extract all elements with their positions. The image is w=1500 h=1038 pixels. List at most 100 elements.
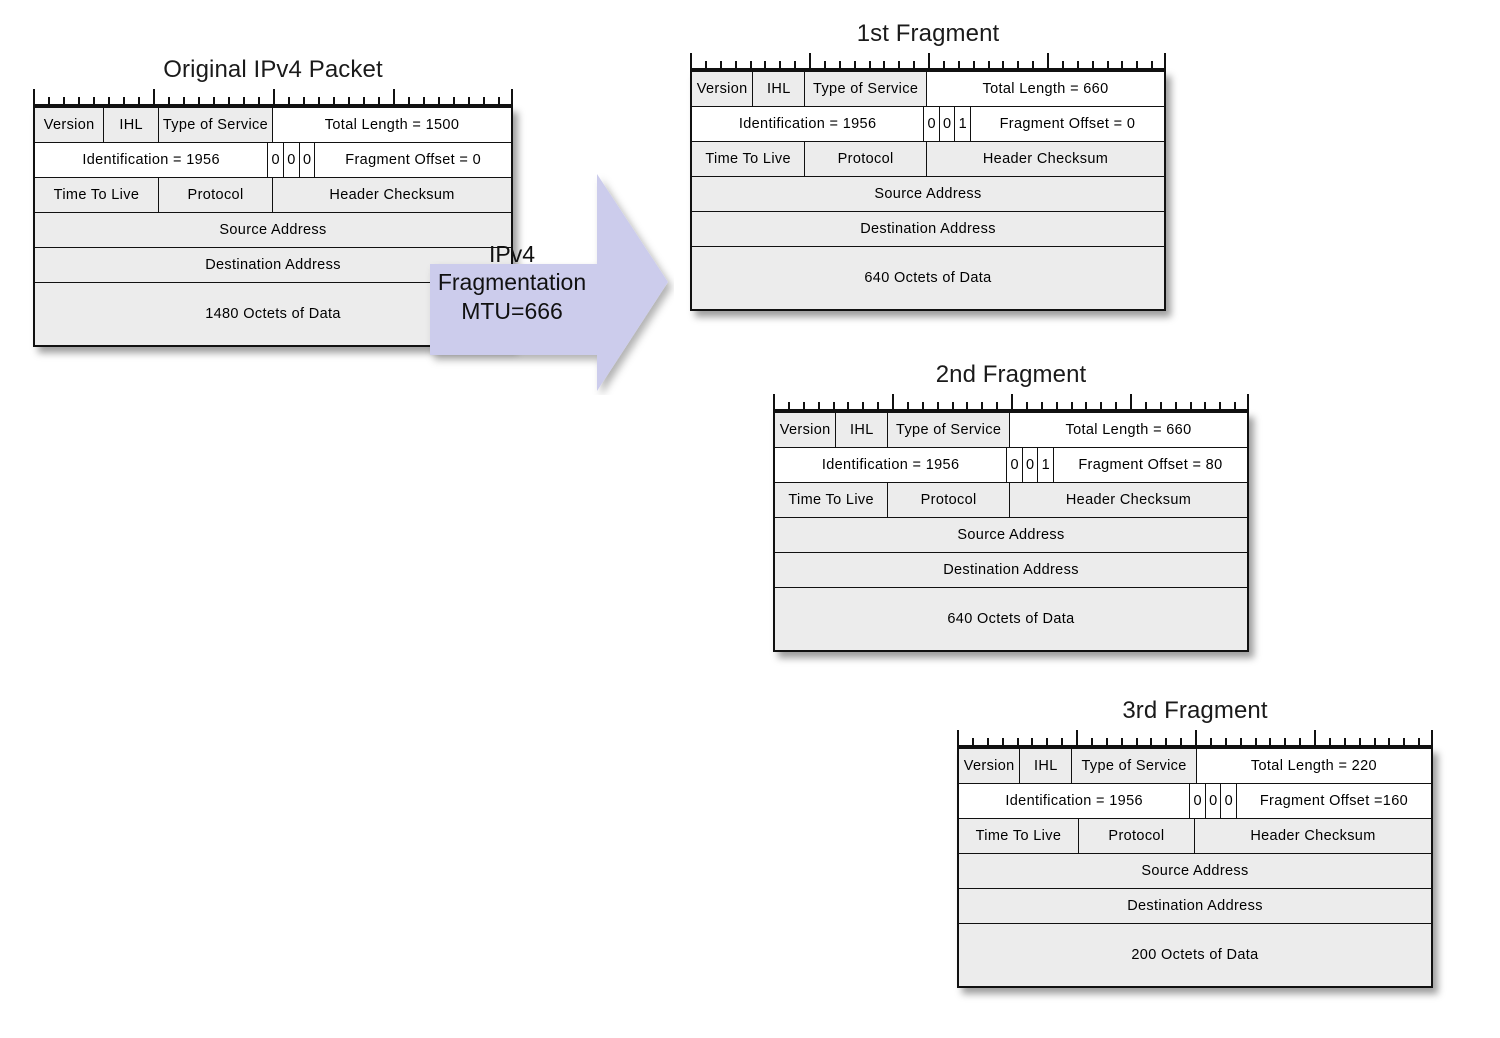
table-row: Destination Address bbox=[775, 553, 1247, 588]
field-payload-data: 640 Octets of Data bbox=[775, 588, 1247, 650]
ruler-tick bbox=[408, 97, 410, 106]
field-type-of-service: Type of Service bbox=[158, 108, 274, 142]
ruler-tick bbox=[138, 97, 140, 106]
field-protocol: Protocol bbox=[1078, 819, 1195, 853]
ruler-tick bbox=[378, 97, 380, 106]
ruler-tick bbox=[1358, 738, 1361, 747]
ruler-tick bbox=[972, 61, 975, 70]
ruler-tick bbox=[168, 97, 170, 106]
table-row: 640 Octets of Data bbox=[775, 588, 1247, 650]
ruler-tick-major bbox=[1130, 394, 1132, 411]
ruler-tick-major bbox=[1164, 53, 1166, 70]
ruler-tick-major bbox=[1247, 394, 1249, 411]
ruler-tick bbox=[936, 402, 939, 411]
table-row: Source Address bbox=[35, 213, 511, 248]
ruler-tick bbox=[877, 402, 880, 411]
bit-ruler-fragment-1 bbox=[690, 52, 1166, 70]
ruler-tick-major bbox=[892, 394, 894, 411]
page-title-original: Original IPv4 Packet bbox=[163, 56, 383, 83]
table-row: Version IHL Type of Service Total Length… bbox=[35, 108, 511, 143]
field-identification: Identification = 1956 bbox=[775, 448, 1008, 482]
ruler-tick-major bbox=[393, 89, 395, 106]
ruler-tick bbox=[108, 97, 110, 106]
field-flag-reserved: 0 bbox=[1190, 784, 1206, 818]
ruler-tick bbox=[1150, 738, 1153, 747]
table-row: Identification = 1956 0 0 0 Fragment Off… bbox=[959, 784, 1431, 819]
bit-ruler-fragment-3 bbox=[957, 729, 1433, 747]
ruler-tick bbox=[823, 61, 826, 70]
packet-rows-fragment-3: Version IHL Type of Service Total Length… bbox=[957, 747, 1433, 988]
ruler-tick-major bbox=[1047, 53, 1049, 70]
ruler-tick-major bbox=[1314, 730, 1316, 747]
ruler-tick-major bbox=[957, 730, 959, 747]
field-protocol: Protocol bbox=[805, 142, 928, 176]
field-flag-dont-fragment: 0 bbox=[939, 107, 956, 141]
field-flag-more-fragments: 1 bbox=[1038, 448, 1054, 482]
ruler-tick-major bbox=[928, 53, 930, 70]
field-total-length: Total Length = 1500 bbox=[273, 108, 511, 142]
field-type-of-service: Type of Service bbox=[888, 413, 1011, 447]
packet-fragment-2: 2nd Fragment Version IHL Type of Service… bbox=[773, 361, 1249, 652]
ruler-tick bbox=[78, 97, 80, 106]
ruler-tick bbox=[996, 402, 999, 411]
table-row: 200 Octets of Data bbox=[959, 924, 1431, 986]
ruler-tick bbox=[438, 97, 440, 106]
ruler-tick bbox=[468, 97, 470, 106]
ruler-tick bbox=[1269, 738, 1272, 747]
ruler-tick bbox=[1254, 738, 1257, 747]
ruler-tick bbox=[303, 97, 305, 106]
ruler-tick bbox=[483, 97, 485, 106]
ruler-tick bbox=[898, 61, 901, 70]
ruler-tick bbox=[853, 61, 856, 70]
ruler-tick bbox=[1070, 402, 1073, 411]
field-total-length: Total Length = 660 bbox=[1010, 413, 1247, 447]
ruler-tick bbox=[1025, 402, 1028, 411]
ruler-tick bbox=[719, 61, 722, 70]
field-ihl: IHL bbox=[1020, 749, 1073, 783]
field-fragment-offset: Fragment Offset = 80 bbox=[1053, 448, 1247, 482]
ruler-tick bbox=[1085, 402, 1088, 411]
field-header-checksum: Header Checksum bbox=[1010, 483, 1247, 517]
field-flag-dont-fragment: 0 bbox=[1022, 448, 1039, 482]
table-row: Source Address bbox=[959, 854, 1431, 889]
ruler-tick bbox=[1165, 738, 1168, 747]
ruler-tick bbox=[838, 61, 841, 70]
ruler-tick bbox=[951, 402, 954, 411]
ruler-tick bbox=[1032, 61, 1035, 70]
ruler-tick bbox=[921, 402, 924, 411]
ruler-tick bbox=[1031, 738, 1034, 747]
ruler-tick bbox=[1061, 738, 1064, 747]
ruler-tick bbox=[734, 61, 737, 70]
field-flag-reserved: 0 bbox=[1007, 448, 1023, 482]
ruler-tick bbox=[971, 738, 974, 747]
ruler-tick bbox=[1328, 738, 1331, 747]
ruler-tick bbox=[957, 61, 960, 70]
table-row: Destination Address bbox=[692, 212, 1164, 247]
ruler-tick bbox=[1239, 738, 1242, 747]
ruler-tick bbox=[794, 61, 797, 70]
field-total-length: Total Length = 220 bbox=[1196, 749, 1431, 783]
ruler-tick bbox=[228, 97, 230, 106]
ruler-tick bbox=[847, 402, 850, 411]
ruler-tick bbox=[258, 97, 260, 106]
field-flag-dont-fragment: 0 bbox=[283, 143, 300, 177]
table-row: Time To Live Protocol Header Checksum bbox=[692, 142, 1164, 177]
ruler-tick bbox=[243, 97, 245, 106]
ruler-tick bbox=[1001, 738, 1004, 747]
ruler-tick bbox=[1100, 402, 1103, 411]
table-row: Source Address bbox=[775, 518, 1247, 553]
field-destination-address: Destination Address bbox=[692, 212, 1164, 246]
ruler-tick bbox=[1046, 738, 1049, 747]
ruler-tick bbox=[1343, 738, 1346, 747]
ruler-tick bbox=[1151, 61, 1154, 70]
table-row: Time To Live Protocol Header Checksum bbox=[35, 178, 511, 213]
field-protocol: Protocol bbox=[158, 178, 274, 212]
field-type-of-service: Type of Service bbox=[1072, 749, 1197, 783]
ruler-tick bbox=[942, 61, 945, 70]
ruler-tick bbox=[1418, 738, 1421, 747]
field-fragment-offset: Fragment Offset =160 bbox=[1236, 784, 1431, 818]
ruler-tick bbox=[1224, 738, 1227, 747]
table-row: Destination Address bbox=[959, 889, 1431, 924]
field-header-checksum: Header Checksum bbox=[927, 142, 1164, 176]
field-identification: Identification = 1956 bbox=[692, 107, 925, 141]
